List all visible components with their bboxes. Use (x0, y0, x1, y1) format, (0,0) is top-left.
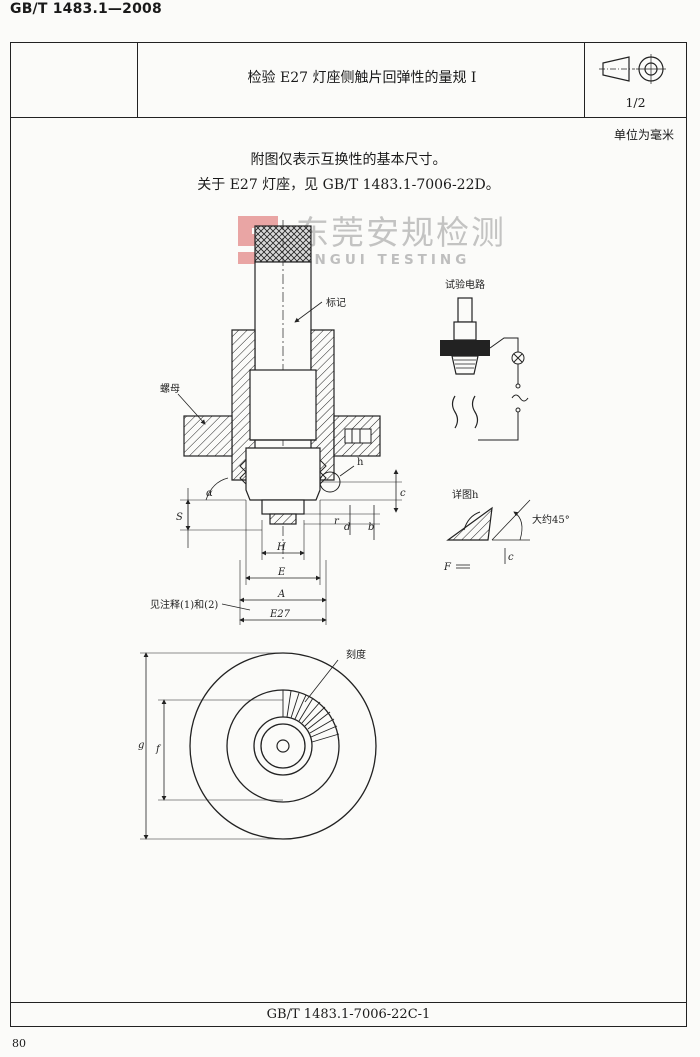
dim-E27: E27 (269, 609, 291, 620)
nut-right (333, 415, 381, 457)
dim-r: r (334, 516, 340, 527)
drawing-frame: 检验 E27 灯座侧触片回弹性的量规 I 1/2 单位为毫米 附图仅表示互换性的… (10, 42, 687, 1027)
footer-block: GB/T 1483.1-7006-22C-1 (11, 1002, 686, 1026)
label-marking: 标记 (326, 297, 346, 309)
title-block-right-cell: 1/2 (584, 43, 686, 118)
footer-drawing-code: GB/T 1483.1-7006-22C-1 (266, 1007, 431, 1022)
note-line-2: 关于 E27 灯座，见 GB/T 1483.1-7006-22D。 (197, 177, 500, 193)
gauge-dimensions (180, 469, 402, 625)
scale-ticks (282, 690, 340, 743)
standard-number-header: GB/T 1483.1—2008 (10, 1, 162, 17)
label-detail-h-title: 详图h (452, 488, 479, 501)
watermark-chinese-text: 东莞安规检测 (296, 213, 506, 252)
dim-g: g (138, 740, 144, 751)
watermark-english-text: ANGUI TESTING (300, 252, 471, 268)
sheet-title: 检验 E27 灯座侧触片回弹性的量规 I (247, 70, 477, 86)
dim-S: S (176, 512, 183, 523)
dim-c-detail: c (508, 552, 514, 563)
dim-b: b (368, 522, 374, 533)
gauge-plan-view (140, 652, 377, 840)
nut-left (183, 415, 233, 457)
label-see-notes: 见注释(1)和(2) (150, 598, 218, 611)
dim-F: F (443, 562, 452, 573)
projection-symbol-icon (599, 54, 666, 84)
page-number: 80 (12, 1037, 26, 1050)
label-test-circuit: 试验电路 (445, 278, 485, 291)
title-block: 检验 E27 灯座侧触片回弹性的量规 I 1/2 (11, 43, 686, 118)
title-block-left-cell (11, 43, 138, 118)
dim-alpha: α (206, 488, 213, 499)
dim-f: f (155, 744, 162, 755)
label-nut: 螺母 (160, 383, 180, 395)
detail-h-view (446, 499, 531, 569)
page-fraction: 1/2 (625, 95, 646, 110)
dim-c: c (400, 488, 406, 499)
dim-E: E (277, 567, 286, 578)
label-approx-angle: 大约45° (532, 513, 570, 526)
dim-A: A (277, 589, 285, 600)
label-scale: 刻度 (346, 648, 366, 661)
gauge-section-view (177, 220, 381, 560)
label-detail-callout: h (357, 457, 364, 468)
note-line-1: 附图仅表示互换性的基本尺寸。 (250, 152, 447, 168)
unit-note: 单位为毫米 (613, 128, 674, 142)
dim-H: H (276, 542, 286, 553)
technical-drawing: 标记 螺母 试验电路 h 详图h 大约45° 见注释(1)和(2) 刻度 α S… (138, 220, 570, 840)
test-circuit-diagram (440, 297, 529, 441)
dim-d: d (344, 522, 350, 533)
